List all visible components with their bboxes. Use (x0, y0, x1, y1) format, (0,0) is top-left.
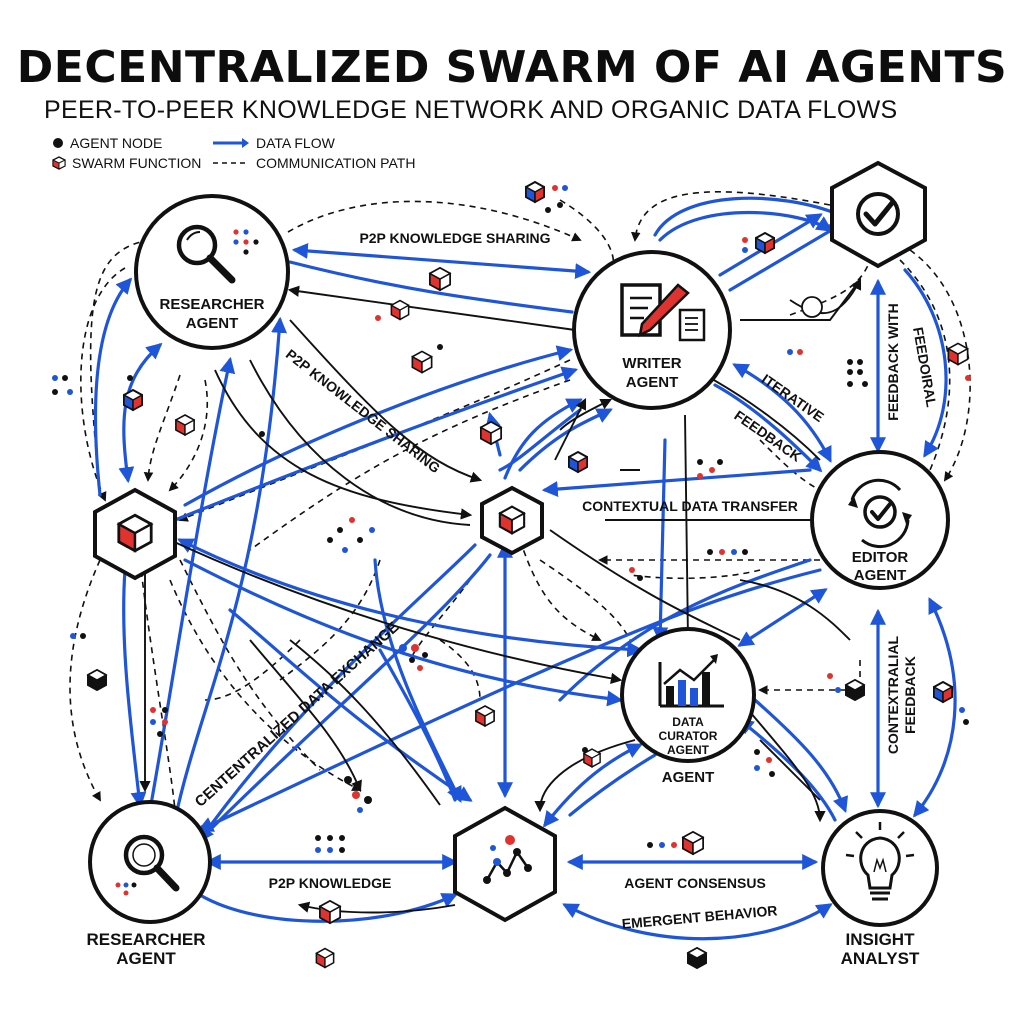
magnifier-icon (123, 834, 180, 892)
curator-label-4: AGENT (662, 769, 715, 786)
network-hexagon[interactable] (453, 805, 557, 923)
label-feedoiral: FEEDOIRAL (910, 326, 940, 409)
insight-label-1: INSIGHT (846, 930, 916, 949)
curator-label-1: DATA (672, 715, 704, 729)
label-agent-consensus: AGENT CONSENSUS (624, 875, 766, 891)
insight-label-2: ANALYST (841, 949, 920, 968)
legend: AGENT NODE SWARM FUNCTION DATA FLOW COMM… (52, 135, 472, 179)
writer-label-2: AGENT (626, 374, 679, 391)
small-node-circle (801, 296, 823, 318)
researcher-agent-top[interactable]: RESEARCHER AGENT (134, 194, 290, 350)
researcher-bottom-label-1: RESEARCHER (86, 930, 205, 949)
magnifier-icon (176, 224, 236, 284)
left-swarm-hexagon[interactable] (93, 487, 177, 581)
label-p2p-top: P2P KNOWLEDGE SHARING (359, 230, 550, 246)
data-flows (93, 196, 957, 941)
check-hexagon[interactable] (830, 160, 927, 269)
label-emergent-behavior: EMERGENT BEHAVIOR (621, 902, 778, 932)
dashed-line-icon (213, 162, 248, 164)
label-p2p-bottom: P2P KNOWLEDGE (269, 875, 392, 891)
dot-clusters (52, 185, 971, 853)
label-contextralial: CONTEXTRALIAL (885, 635, 901, 754)
editor-label-2: AGENT (854, 567, 907, 584)
black-flows (99, 277, 862, 914)
document-pencil-icon (620, 283, 706, 342)
label-contextual-transfer: CONTEXTUAL DATA TRANSFER (582, 498, 798, 514)
dots-icon (233, 229, 259, 255)
researcher-top-label-2: AGENT (186, 315, 239, 332)
bar-chart-icon (658, 654, 724, 708)
legend-data-flow: DATA FLOW (212, 135, 335, 151)
refresh-check-icon (848, 478, 912, 549)
legend-communication-path-label: COMMUNICATION PATH (256, 155, 416, 171)
researcher-agent-bottom[interactable] (88, 800, 212, 924)
legend-data-flow-label: DATA FLOW (256, 135, 335, 151)
checkmark-icon (856, 192, 900, 236)
page-subtitle: PEER-TO-PEER KNOWLEDGE NETWORK AND ORGAN… (44, 96, 898, 124)
legend-communication-path: COMMUNICATION PATH (212, 155, 415, 171)
researcher-bottom-label-2: AGENT (116, 949, 176, 968)
researcher-top-label-1: RESEARCHER (159, 296, 264, 313)
data-curator-agent[interactable]: DATA CURATOR AGENT (620, 627, 756, 763)
insight-analyst[interactable] (821, 809, 939, 927)
legend-agent-node: AGENT NODE (52, 135, 162, 151)
label-feedback-vertical: FEEDBACK (902, 656, 918, 734)
writer-label-1: WRITER (622, 355, 681, 372)
writer-agent[interactable]: WRITER AGENT (572, 250, 732, 410)
central-swarm-hexagon[interactable] (480, 485, 544, 556)
network-graph-icon (483, 835, 532, 884)
legend-agent-node-label: AGENT NODE (70, 135, 163, 151)
lightbulb-icon (845, 822, 915, 901)
editor-label-1: EDITOR (852, 549, 909, 566)
legend-swarm-function: SWARM FUNCTION (52, 155, 201, 171)
agent-node-dot-icon (53, 138, 63, 148)
editor-agent[interactable]: EDITOR AGENT (810, 450, 950, 590)
curator-label-2: CURATOR (659, 729, 718, 743)
legend-swarm-function-label: SWARM FUNCTION (72, 155, 202, 171)
page-title: DECENTRALIZED SWARM OF AI AGENTS (16, 42, 1008, 93)
curator-label-3: AGENT (667, 743, 710, 757)
blue-arrow-icon (213, 138, 249, 148)
cube-icon (52, 156, 66, 170)
label-feedback-with: FEEDBACK WITH (885, 303, 901, 420)
